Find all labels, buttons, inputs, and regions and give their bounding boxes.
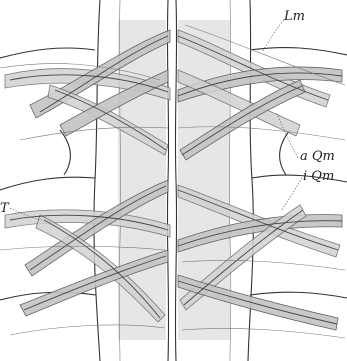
label-a-qm: a Qm [300, 150, 335, 163]
label-lm: Lm [284, 10, 305, 23]
upper-fiber-bands [0, 25, 345, 160]
label-i-qm: i Qm [303, 170, 334, 183]
lower-fiber-bands [0, 180, 345, 338]
label-t: T [0, 202, 9, 215]
